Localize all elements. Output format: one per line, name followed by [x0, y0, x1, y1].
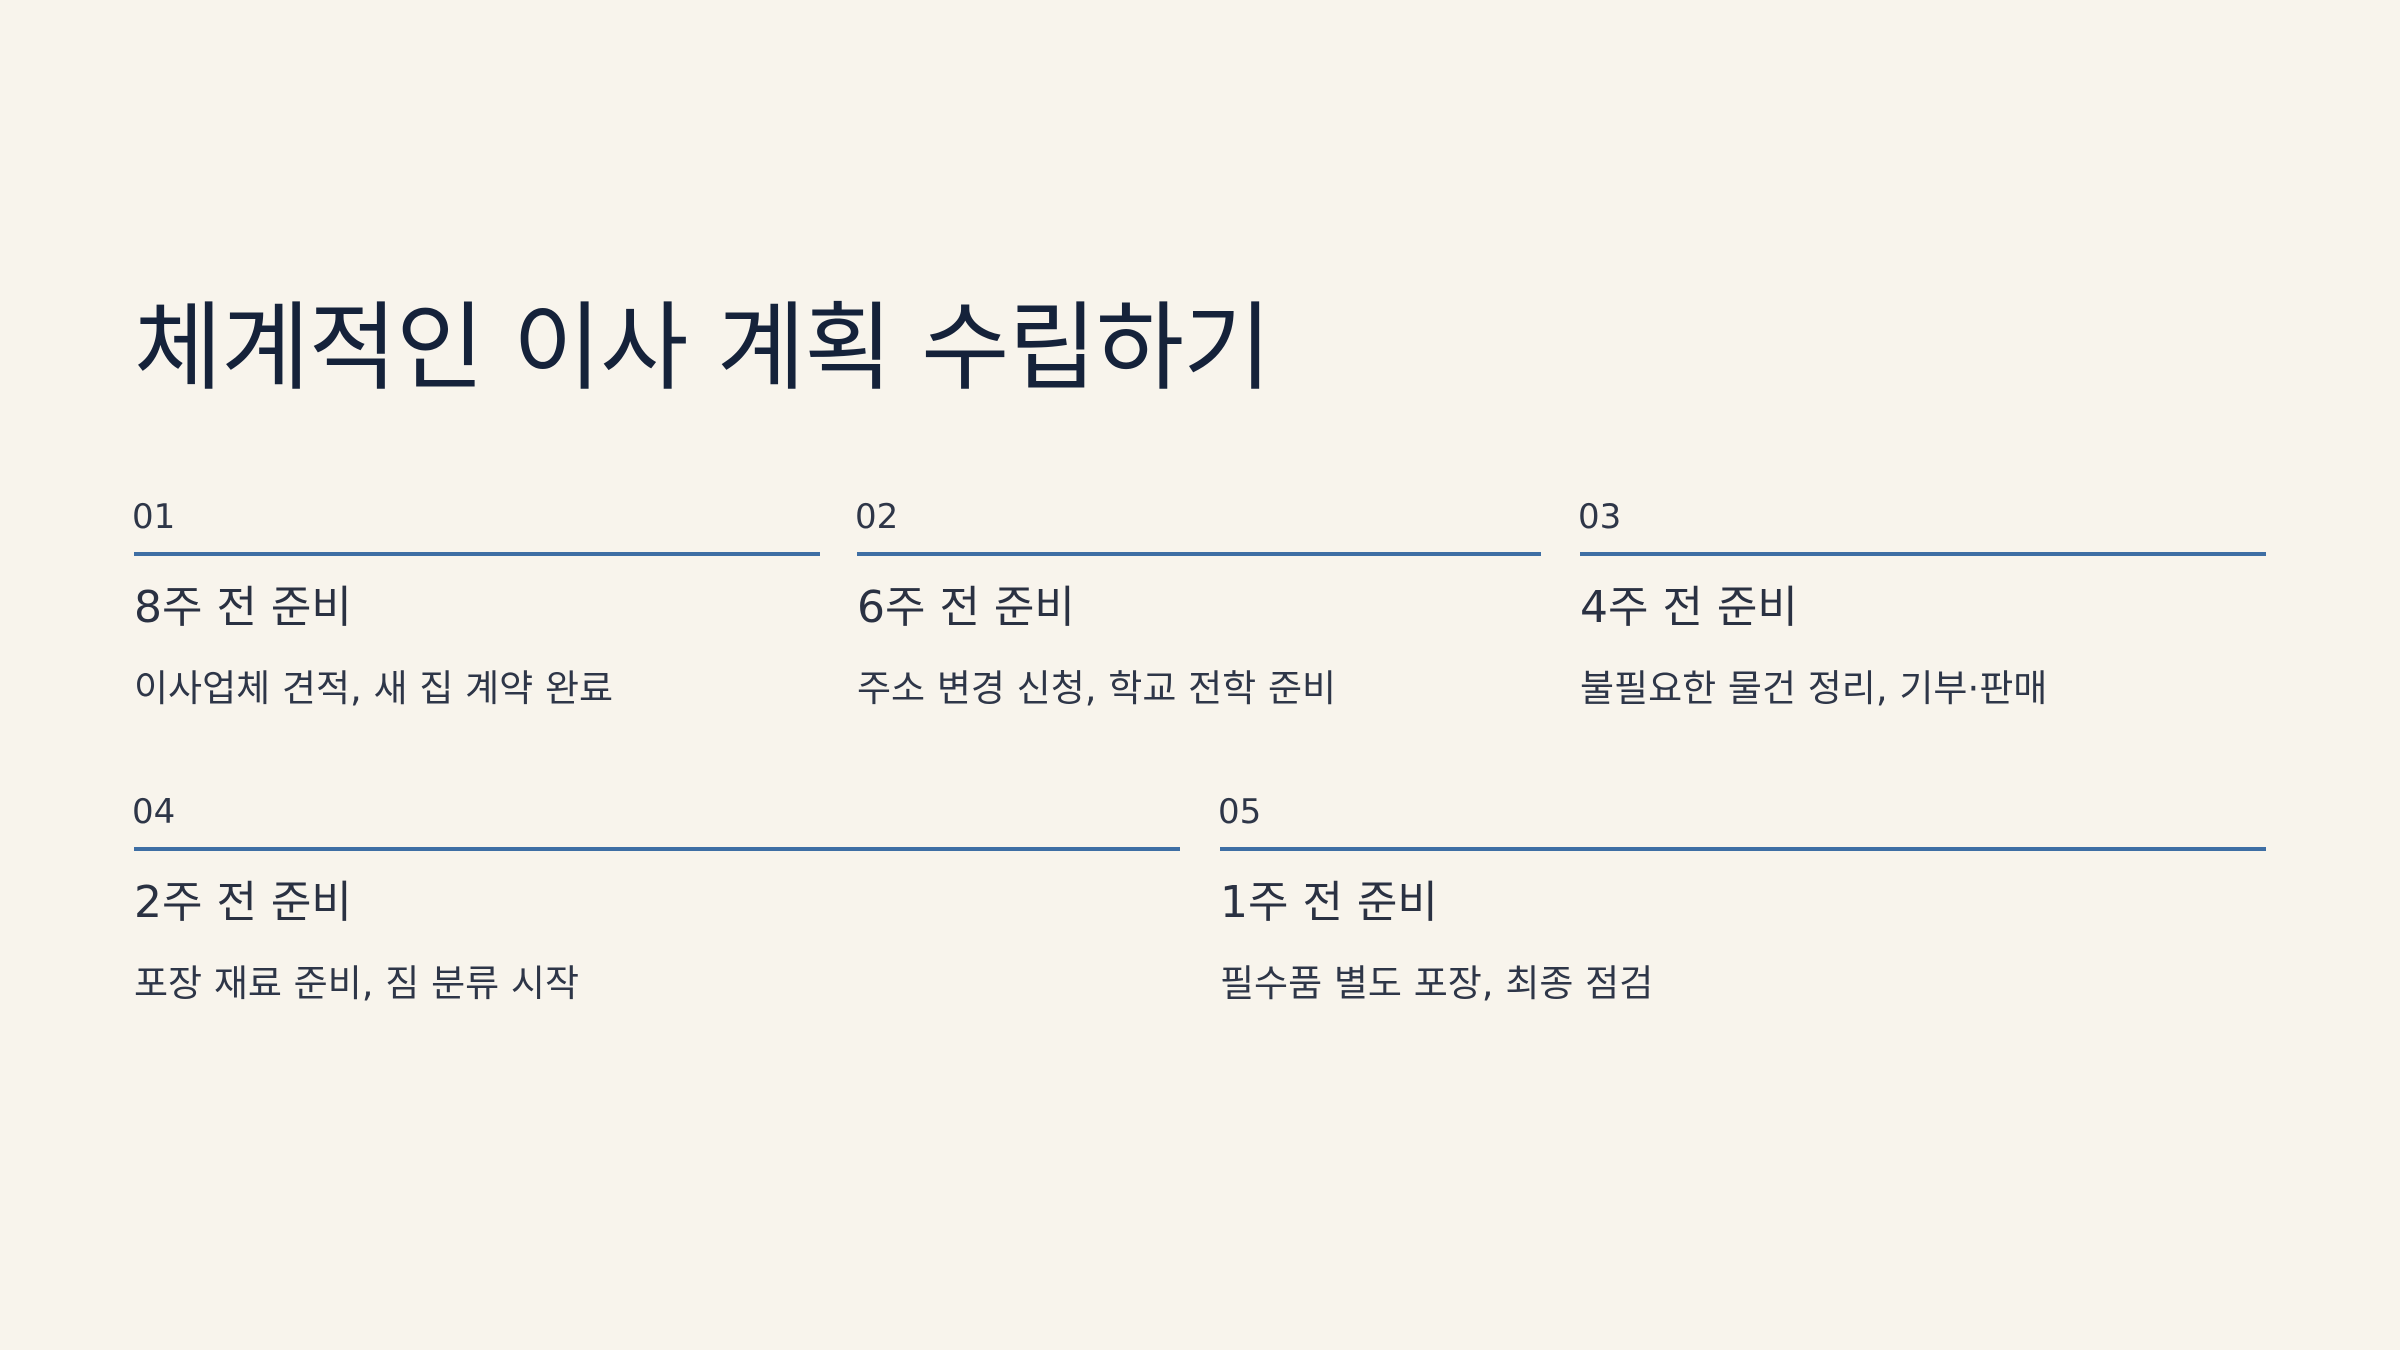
step-heading: 1주 전 준비 [1220, 877, 1438, 928]
step-description: 포장 재료 준비, 짐 분류 시작 [134, 962, 580, 1005]
step-divider [134, 552, 820, 556]
step-number: 03 [1578, 497, 1622, 537]
step-description: 필수품 별도 포장, 최종 점검 [1220, 962, 1654, 1005]
step-divider [857, 552, 1541, 556]
step-divider [1580, 552, 2266, 556]
step-description: 이사업체 견적, 새 집 계약 완료 [134, 667, 614, 710]
step-heading: 8주 전 준비 [134, 582, 352, 633]
step-number: 05 [1218, 792, 1262, 832]
step-heading: 2주 전 준비 [134, 877, 352, 928]
step-number: 04 [132, 792, 176, 832]
step-heading: 4주 전 준비 [1580, 582, 1798, 633]
page-title: 체계적인 이사 계획 수립하기 [134, 292, 1271, 404]
step-divider [134, 847, 1180, 851]
step-divider [1220, 847, 2266, 851]
step-number: 02 [855, 497, 899, 537]
step-description: 불필요한 물건 정리, 기부·판매 [1580, 667, 2048, 710]
step-description: 주소 변경 신청, 학교 전학 준비 [857, 667, 1337, 710]
step-heading: 6주 전 준비 [857, 582, 1075, 633]
step-number: 01 [132, 497, 176, 537]
